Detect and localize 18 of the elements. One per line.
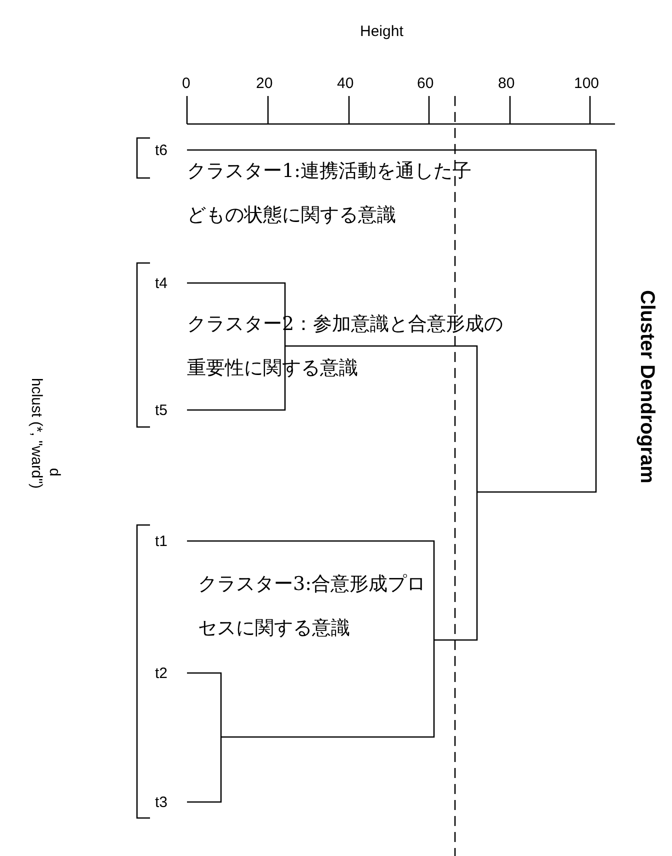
axis-tick-label: 80 xyxy=(498,76,515,91)
leaf-label: t1 xyxy=(155,534,168,549)
axis-tick-label: 60 xyxy=(417,76,434,91)
axis-tick-label: 0 xyxy=(182,76,190,91)
cluster-annotation: クラスター3:合意形成プロセスに関する意識 xyxy=(198,572,426,641)
axis-tick-label: 40 xyxy=(337,76,354,91)
leaf-label: t4 xyxy=(155,276,168,291)
axis-label: d xyxy=(47,468,62,476)
axis-title: Height xyxy=(360,24,404,39)
leaf-label: t3 xyxy=(155,795,168,810)
axis-tick-label: 20 xyxy=(256,76,273,91)
leaf-label: t2 xyxy=(155,666,168,681)
axis-tick-label: 100 xyxy=(574,76,600,91)
chart-title: Cluster Dendrogram xyxy=(637,290,657,484)
cluster-annotation: クラスター1:連携活動を通した子どもの状態に関する意識 xyxy=(187,159,472,228)
leaf-label: t5 xyxy=(155,403,168,418)
leaf-label: t6 xyxy=(155,143,168,158)
axis-label: hclust (*, "ward") xyxy=(29,378,44,489)
